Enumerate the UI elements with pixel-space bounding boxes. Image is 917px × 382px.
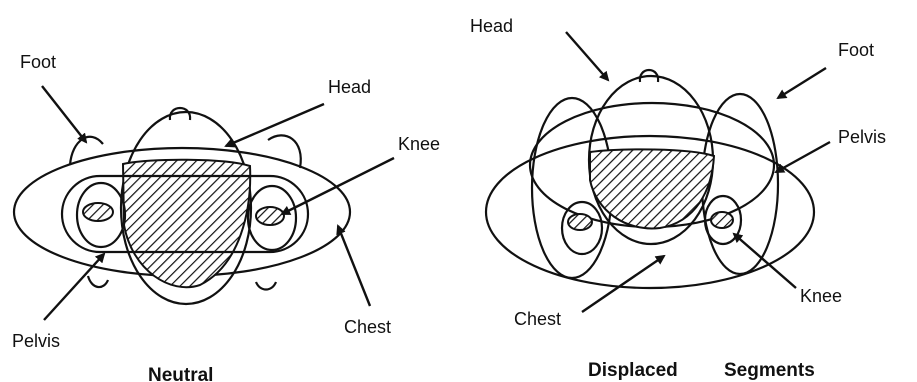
displaced-figure [486,70,814,288]
neutral-foot-right-shape [268,135,301,168]
neutral-label-foot: Foot [20,52,56,72]
displaced-caption-word1: Displaced [588,360,678,381]
neutral-label-head: Head [328,77,371,97]
neutral-arrow-chest [338,226,370,306]
neutral-label-chest: Chest [344,317,391,337]
neutral-foot-bottom-right-shape [256,282,276,290]
neutral-arrow-foot [42,86,86,142]
displaced-label-pelvis: Pelvis [838,127,886,147]
displaced-label-chest: Chest [514,309,561,329]
neutral-hatched-region [123,160,250,287]
displaced-hatched-region [590,149,714,228]
displaced-arrow-pelvis [776,142,830,172]
neutral-knee-left-fill [83,203,113,221]
neutral-knee-right-fill [256,207,284,225]
neutral-arrow-head [226,104,324,146]
displaced-knee-right-fill [711,212,733,228]
displaced-arrow-foot [778,68,826,98]
displaced-knee-left-fill [568,214,592,230]
neutral-foot-bottom-left-shape [88,276,108,287]
displaced-arrow-head [566,32,608,80]
displaced-label-head: Head [470,16,513,36]
displaced-caption-word2: Segments [724,360,815,381]
displaced-arrow-knee [734,234,796,288]
neutral-caption: Neutral [148,365,213,382]
neutral-label-knee: Knee [398,134,440,154]
neutral-label-pelvis: Pelvis [12,331,60,351]
displaced-label-knee: Knee [800,286,842,306]
displaced-label-foot: Foot [838,40,874,60]
